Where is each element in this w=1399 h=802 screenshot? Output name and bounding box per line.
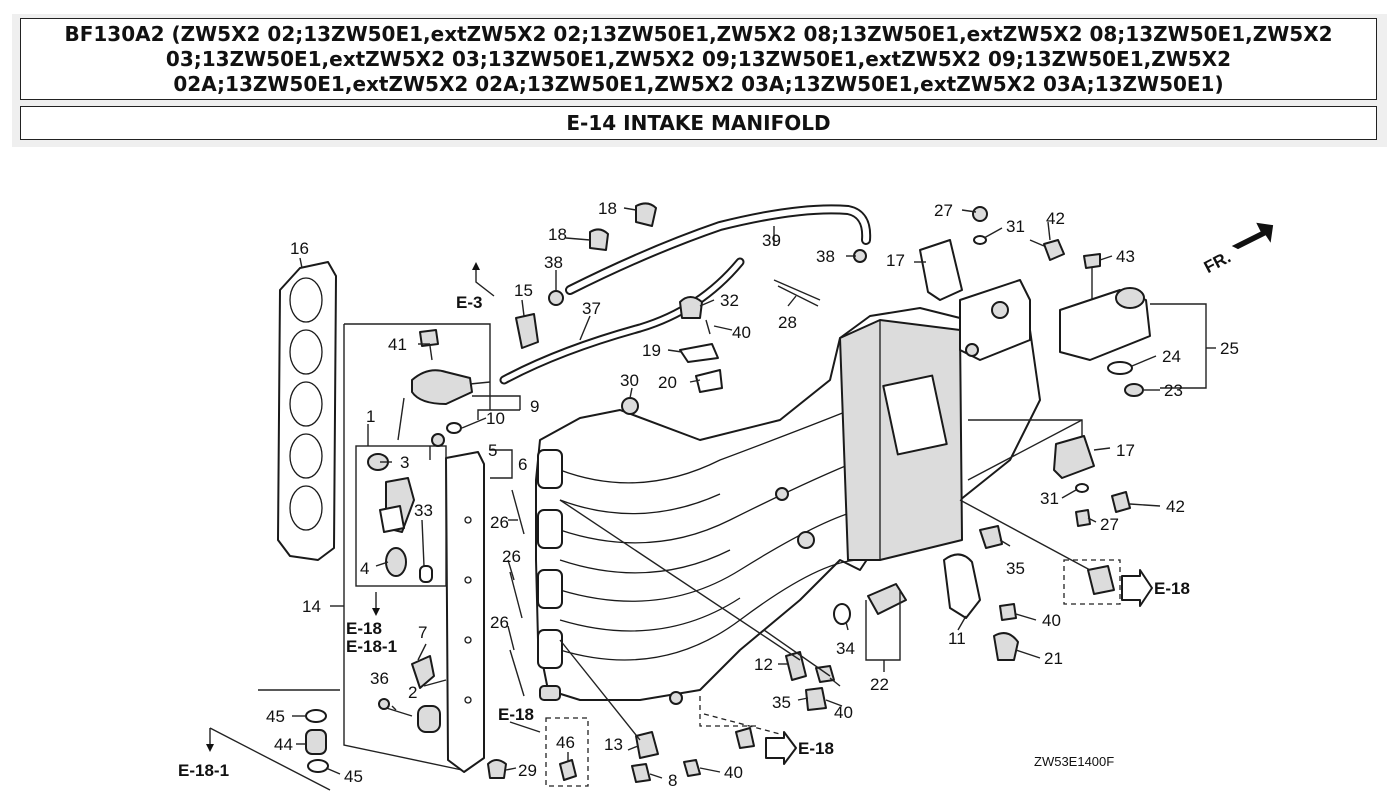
callout-6: 6	[518, 455, 527, 474]
model-title-line-3: 02A;13ZW50E1,extZW5X2 02A;13ZW50E1,ZW5X2…	[173, 71, 1224, 96]
callout-27-upper: 27	[934, 201, 953, 220]
callout-30: 30	[620, 371, 639, 390]
lower-right-parts	[209, 489, 1153, 791]
callout-numbers: 16 41 1 3 4 33 9 10 5 6 14 7 2 36 45 44 …	[266, 199, 1239, 790]
callout-2: 2	[408, 683, 417, 702]
callout-3: 3	[400, 453, 409, 472]
intake-manifold-diagram: FR.	[178, 199, 1274, 791]
callout-45-bottom: 45	[344, 767, 363, 786]
callout-35-right: 35	[1006, 559, 1025, 578]
callout-23: 23	[1164, 381, 1183, 400]
callout-45-top: 45	[266, 707, 285, 726]
model-title-line-2: 03;13ZW50E1,extZW5X2 03;13ZW50E1,ZW5X2 0…	[165, 46, 1232, 71]
section-title: E-14 INTAKE MANIFOLD	[566, 111, 831, 135]
callout-18-top: 18	[598, 199, 617, 218]
leader-lines	[292, 207, 1161, 779]
drawing-code: ZW53E1400F	[1034, 754, 1114, 769]
callout-25: 25	[1220, 339, 1239, 358]
model-title-line-1: BF130A2 (ZW5X2 02;13ZW50E1,extZW5X2 02;1…	[64, 21, 1333, 46]
ref-e18-right: E-18	[1154, 579, 1190, 598]
callout-13: 13	[604, 735, 623, 754]
ref-e18-1-bottom: E-18-1	[178, 761, 229, 780]
callout-8: 8	[668, 771, 677, 790]
callout-40-lower: 40	[834, 703, 853, 722]
ref-e3: E-3	[456, 293, 482, 312]
callout-15: 15	[514, 281, 533, 300]
right-side-parts	[919, 206, 1216, 527]
section-title-box: E-14 INTAKE MANIFOLD	[20, 106, 1377, 140]
callout-26-mid: 26	[502, 547, 521, 566]
callout-26-top: 26	[490, 513, 509, 532]
ref-e18-1-left: E-18-1	[346, 637, 397, 656]
callout-44: 44	[274, 735, 293, 754]
callout-27-lower: 27	[1100, 515, 1119, 534]
callout-40-upper: 40	[732, 323, 751, 342]
callout-29: 29	[518, 761, 537, 780]
callout-11: 11	[948, 629, 966, 648]
callout-38-right: 38	[816, 247, 835, 266]
callout-34: 34	[836, 639, 855, 658]
callout-4: 4	[360, 559, 369, 578]
callout-9: 9	[530, 397, 539, 416]
callout-35-lower: 35	[772, 693, 791, 712]
model-title-box: BF130A2 (ZW5X2 02;13ZW50E1,extZW5X2 02;1…	[20, 18, 1377, 100]
hoses	[499, 202, 872, 385]
callout-16: 16	[290, 239, 309, 258]
callout-1: 1	[366, 407, 375, 426]
callout-5: 5	[488, 441, 497, 460]
callout-24: 24	[1162, 347, 1181, 366]
callout-17-lower: 17	[1116, 441, 1135, 460]
small-parts-upper	[621, 249, 867, 415]
ref-e18-left: E-18	[346, 619, 382, 638]
callout-39: 39	[762, 231, 781, 250]
callout-10: 10	[486, 409, 505, 428]
front-direction-marker: FR.	[1201, 222, 1274, 277]
callout-14: 14	[302, 597, 321, 616]
callout-17-upper: 17	[886, 251, 905, 270]
callout-31-lower: 31	[1040, 489, 1059, 508]
callout-22: 22	[870, 675, 889, 694]
callout-40-right: 40	[1042, 611, 1061, 630]
callout-43: 43	[1116, 247, 1135, 266]
callout-42-lower: 42	[1166, 497, 1185, 516]
callout-37: 37	[582, 299, 601, 318]
callout-32: 32	[720, 291, 739, 310]
callout-19: 19	[642, 341, 661, 360]
callout-41: 41	[388, 335, 407, 354]
callout-38-left: 38	[544, 253, 563, 272]
callout-33: 33	[414, 501, 433, 520]
front-marker-text: FR.	[1201, 247, 1234, 277]
callout-46: 46	[556, 733, 575, 752]
callout-18-left: 18	[548, 225, 567, 244]
gasket-16-drawing	[277, 261, 337, 561]
callout-21: 21	[1044, 649, 1063, 668]
intake-manifold-body	[535, 279, 1041, 705]
callout-36: 36	[370, 669, 389, 688]
callout-7: 7	[418, 623, 427, 642]
callout-20: 20	[658, 373, 677, 392]
cross-references: E-3 E-18 E-18-1 E-18 E-18-1 E-18 E-18	[178, 293, 1190, 780]
callout-26-low: 26	[490, 613, 509, 632]
callout-28: 28	[778, 313, 797, 332]
callout-31-upper: 31	[1006, 217, 1025, 236]
ref-e18-bottom: E-18	[798, 739, 834, 758]
callout-42-upper: 42	[1046, 209, 1065, 228]
ref-e18-bottom-left: E-18	[498, 705, 534, 724]
callout-12: 12	[754, 655, 773, 674]
callout-40-bottom: 40	[724, 763, 743, 782]
fuel-rail-group	[330, 323, 521, 773]
